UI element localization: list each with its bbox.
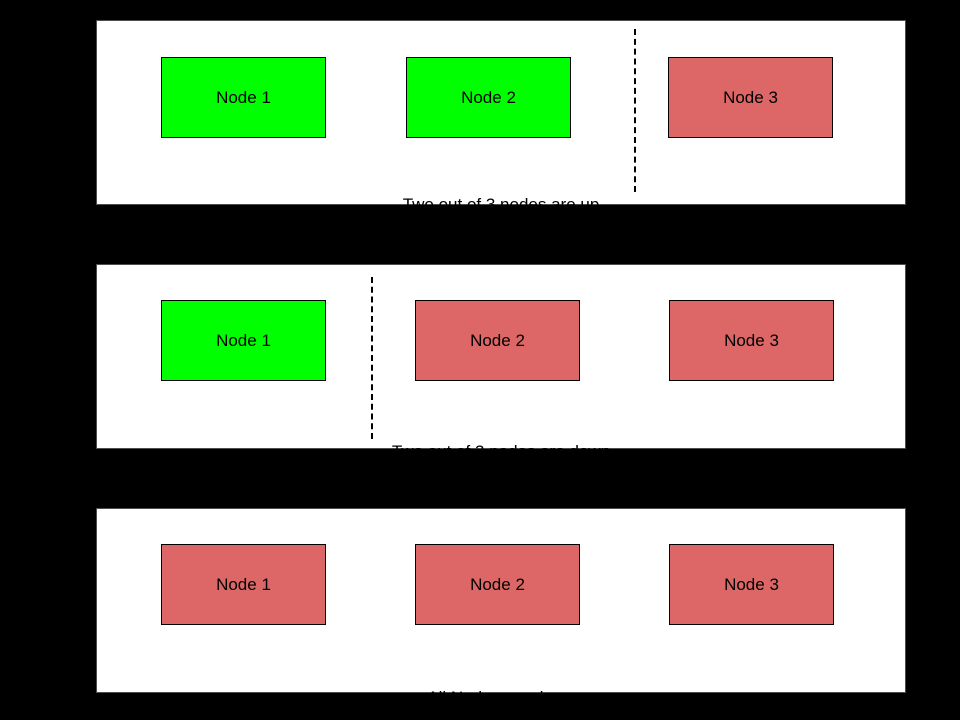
caption-line-1: Two out of 3 nodes are up xyxy=(402,195,600,214)
node-box: Node 3 xyxy=(669,544,834,625)
node-label: Node 3 xyxy=(724,331,779,350)
node-label: Node 2 xyxy=(461,88,516,107)
node-label: Node 3 xyxy=(723,88,778,107)
node-label: Node 3 xyxy=(724,575,779,594)
node-label: Node 1 xyxy=(216,88,271,107)
caption-line-1: Two out of 3 nodes are down xyxy=(391,442,611,461)
panel-caption: All Nodes are down Majority Fails & Clus… xyxy=(201,645,801,720)
node-label: Node 1 xyxy=(216,575,271,594)
cluster-panel-all-down: Node 1 Node 2 Node 3 All Nodes are down … xyxy=(96,508,906,707)
node-box: Node 2 xyxy=(415,544,580,625)
cluster-panel-two-down: Node 1 Node 2 Node 3 Two out of 3 nodes … xyxy=(96,264,906,524)
node-label: Node 1 xyxy=(216,331,271,350)
partition-divider-line xyxy=(371,277,373,439)
partition-divider-line xyxy=(634,29,636,192)
cluster-panel-two-up: Node 1 Node 2 Node 3 Two out of 3 nodes … xyxy=(96,20,906,277)
node-box: Node 3 xyxy=(668,57,833,138)
node-box: Node 2 xyxy=(406,57,571,138)
node-box: Node 1 xyxy=(161,544,326,625)
node-box: Node 2 xyxy=(415,300,580,381)
node-label: Node 2 xyxy=(470,331,525,350)
caption-line-1: All Nodes are down xyxy=(427,688,575,707)
node-box: Node 1 xyxy=(161,300,326,381)
node-box: Node 1 xyxy=(161,57,326,138)
node-box: Node 3 xyxy=(669,300,834,381)
node-label: Node 2 xyxy=(470,575,525,594)
